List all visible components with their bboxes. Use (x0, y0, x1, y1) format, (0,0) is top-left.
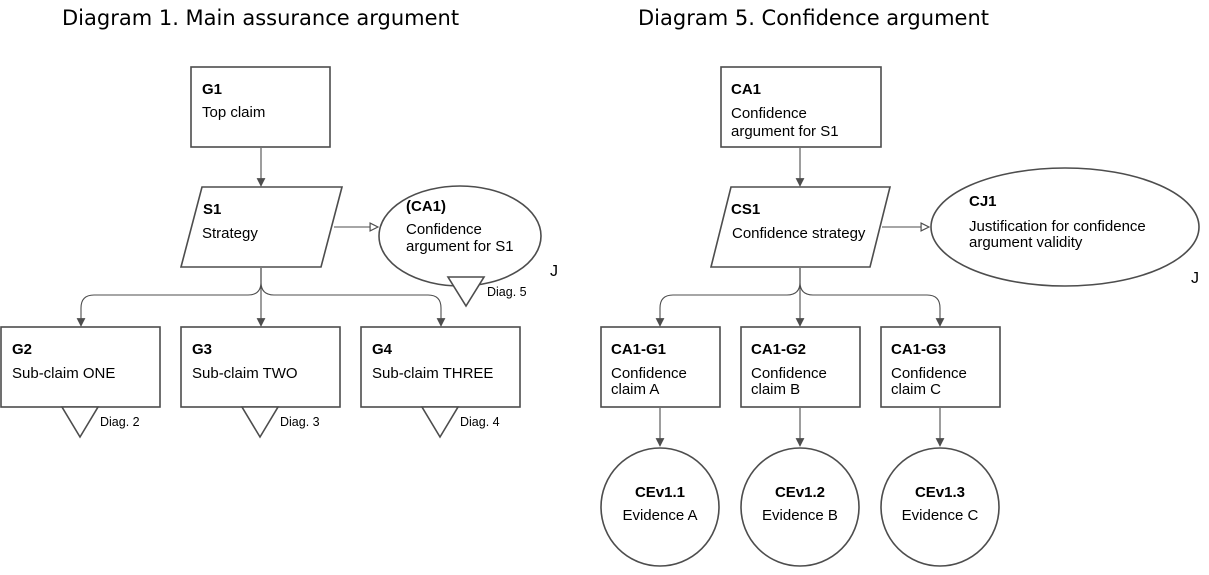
goal-g1[interactable]: G1 Top claim (190, 66, 331, 148)
goal-g3-box (180, 326, 341, 408)
evidence-cev1-2[interactable]: CEv1.2 Evidence B (740, 447, 860, 567)
goal-g4-box (360, 326, 521, 408)
goal-ca1-g1-box (600, 326, 721, 408)
goal-ca1-g3-line-1: Confidence (891, 365, 967, 382)
goal-g4[interactable]: G4 Sub-claim THREE Diag. 4 (360, 326, 521, 439)
diagram-1-edges (76, 148, 446, 327)
goal-ca1[interactable]: CA1 Confidence argument for S1 (720, 66, 882, 148)
goal-g2-id: G2 (12, 341, 32, 358)
evidence-cev1-3-id: CEv1.3 (915, 484, 965, 501)
goal-ca1-g3[interactable]: CA1-G3 Confidence claim C (880, 326, 1001, 408)
diagram-1-title: Diagram 1. Main assurance argument (62, 6, 459, 30)
strategy-cs1-id: CS1 (731, 201, 760, 218)
diagram-5-title: Diagram 5. Confidence argument (638, 6, 989, 30)
goal-g2-box (0, 326, 161, 408)
evidence-cev1-3-text: Evidence C (902, 507, 979, 524)
justification-cj1-ellipse (930, 167, 1200, 287)
goal-ca1-g2-line-2: claim B (751, 381, 800, 398)
goal-ca1-g1[interactable]: CA1-G1 Confidence claim A (600, 326, 721, 408)
goal-ca1-g2[interactable]: CA1-G2 Confidence claim B (740, 326, 861, 408)
goal-ca1-g3-line-2: claim C (891, 381, 941, 398)
evidence-cev1-2-text: Evidence B (762, 507, 838, 524)
evidence-cev1-1-circle (600, 447, 720, 567)
goal-ca1-g3-id: CA1-G3 (891, 341, 946, 358)
away-ref-diag5-label: Diag. 5 (487, 285, 527, 299)
goal-g3-id: G3 (192, 341, 212, 358)
justification-ca1-line-1: Confidence (406, 221, 482, 238)
edge-cs1-ca1g1 (655, 268, 801, 327)
goal-ca1-line-1: Confidence (731, 105, 807, 122)
goal-g4-text: Sub-claim THREE (372, 365, 493, 382)
goal-g4-id: G4 (372, 341, 393, 358)
goal-ca1-g2-box (740, 326, 861, 408)
away-ref-diag5-triangle (446, 276, 486, 308)
justification-cj1-line-2: argument validity (969, 234, 1083, 251)
strategy-cs1-text: Confidence strategy (732, 225, 866, 242)
goal-ca1-g1-line-2: claim A (611, 381, 659, 398)
goal-ca1-g2-line-1: Confidence (751, 365, 827, 382)
evidence-cev1-1-text: Evidence A (622, 507, 697, 524)
edge-s1-g2 (76, 268, 262, 327)
goal-g1-text: Top claim (202, 104, 265, 121)
strategy-s1-id: S1 (203, 201, 221, 218)
strategy-cs1[interactable]: CS1 Confidence strategy (709, 186, 892, 268)
evidence-cev1-3-circle (880, 447, 1000, 567)
diagram-5-edges (655, 148, 945, 447)
goal-ca1-g2-id: CA1-G2 (751, 341, 806, 358)
evidence-cev1-2-circle (740, 447, 860, 567)
goal-ca1-line-2: argument for S1 (731, 123, 839, 140)
edge-s1-g4 (260, 268, 446, 327)
justification-cj1[interactable]: CJ1 Justification for confidence argumen… (930, 167, 1200, 287)
evidence-cev1-2-id: CEv1.2 (775, 484, 825, 501)
away-ref-diag3-label: Diag. 3 (280, 415, 320, 429)
goal-ca1-g1-line-1: Confidence (611, 365, 687, 382)
goal-ca1-g1-id: CA1-G1 (611, 341, 666, 358)
away-ref-diag3-triangle (240, 406, 280, 439)
strategy-s1-parallelogram (179, 186, 344, 268)
justification-ca1-j-marker: J (550, 263, 558, 280)
goal-g2-text: Sub-claim ONE (12, 365, 115, 382)
goal-g1-id: G1 (202, 81, 222, 98)
justification-cj1-j-marker: J (1191, 270, 1199, 287)
evidence-cev1-1-id: CEv1.1 (635, 484, 685, 501)
justification-ca1-line-2: argument for S1 (406, 238, 514, 255)
evidence-cev1-3[interactable]: CEv1.3 Evidence C (880, 447, 1000, 567)
justification-ca1-id: (CA1) (406, 198, 446, 215)
away-ref-diag4-label: Diag. 4 (460, 415, 500, 429)
goal-ca1-g3-box (880, 326, 1001, 408)
goal-ca1-box (720, 66, 882, 148)
justification-cj1-line-1: Justification for confidence (969, 218, 1146, 235)
goal-g1-box (190, 66, 331, 148)
evidence-cev1-1[interactable]: CEv1.1 Evidence A (600, 447, 720, 567)
strategy-s1[interactable]: S1 Strategy (179, 186, 344, 268)
strategy-cs1-parallelogram (709, 186, 892, 268)
away-ref-diag2-triangle (60, 406, 100, 439)
goal-g3[interactable]: G3 Sub-claim TWO Diag. 3 (180, 326, 341, 439)
strategy-s1-text: Strategy (202, 225, 258, 242)
away-ref-diag4-triangle (420, 406, 460, 439)
away-ref-diag2-label: Diag. 2 (100, 415, 140, 429)
justification-cj1-id: CJ1 (969, 193, 997, 210)
justification-ca1-ref[interactable]: (CA1) Confidence argument for S1 J Diag.… (378, 185, 558, 308)
goal-g3-text: Sub-claim TWO (192, 365, 298, 382)
goal-g2[interactable]: G2 Sub-claim ONE Diag. 2 (0, 326, 161, 439)
edge-cs1-ca1g3 (799, 268, 945, 327)
goal-ca1-id: CA1 (731, 81, 761, 98)
